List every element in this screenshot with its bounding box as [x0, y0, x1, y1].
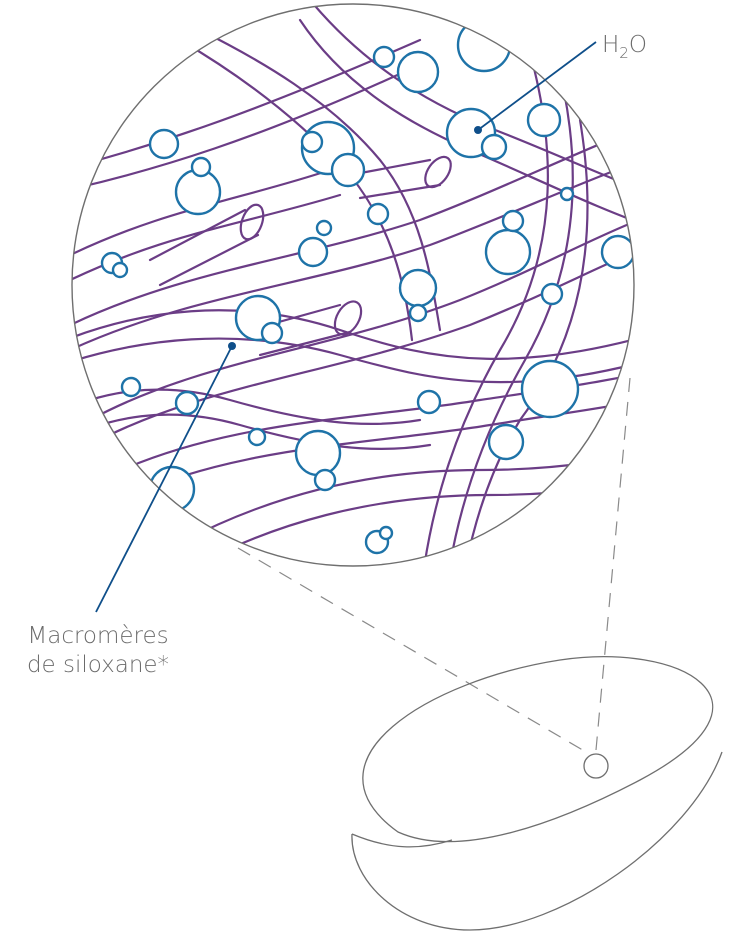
water-bubbles — [100, 17, 634, 555]
contact-lens — [351, 656, 723, 931]
lens-rim — [362, 656, 714, 843]
siloxane-label-line2: de siloxane* — [27, 652, 169, 678]
siloxane-label-line1: Macromères — [27, 623, 168, 649]
siloxane-leader-dot — [228, 342, 236, 350]
h2o-label-o: O — [629, 32, 647, 58]
magnified-view — [71, 3, 635, 567]
siloxane-leader-line — [95, 345, 233, 613]
h2o-leader-dot — [474, 126, 482, 134]
projection-line-right — [595, 377, 631, 751]
h2o-callout: H2O — [474, 32, 647, 134]
h2o-label: H2O — [602, 32, 647, 62]
lens-bowl — [351, 751, 723, 931]
polymer-fibers — [72, 4, 634, 566]
magnifier-outline — [71, 3, 635, 567]
lens-inner-edge — [351, 833, 453, 848]
h2o-leader-line — [477, 41, 597, 131]
siloxane-callout: Macromères de siloxane* — [27, 342, 236, 678]
h2o-label-sub: 2 — [619, 44, 629, 62]
projection-line-left — [237, 547, 587, 753]
magnified-spot — [583, 753, 609, 779]
fiber-tubes — [148, 155, 452, 357]
h2o-label-h: H — [602, 32, 619, 58]
